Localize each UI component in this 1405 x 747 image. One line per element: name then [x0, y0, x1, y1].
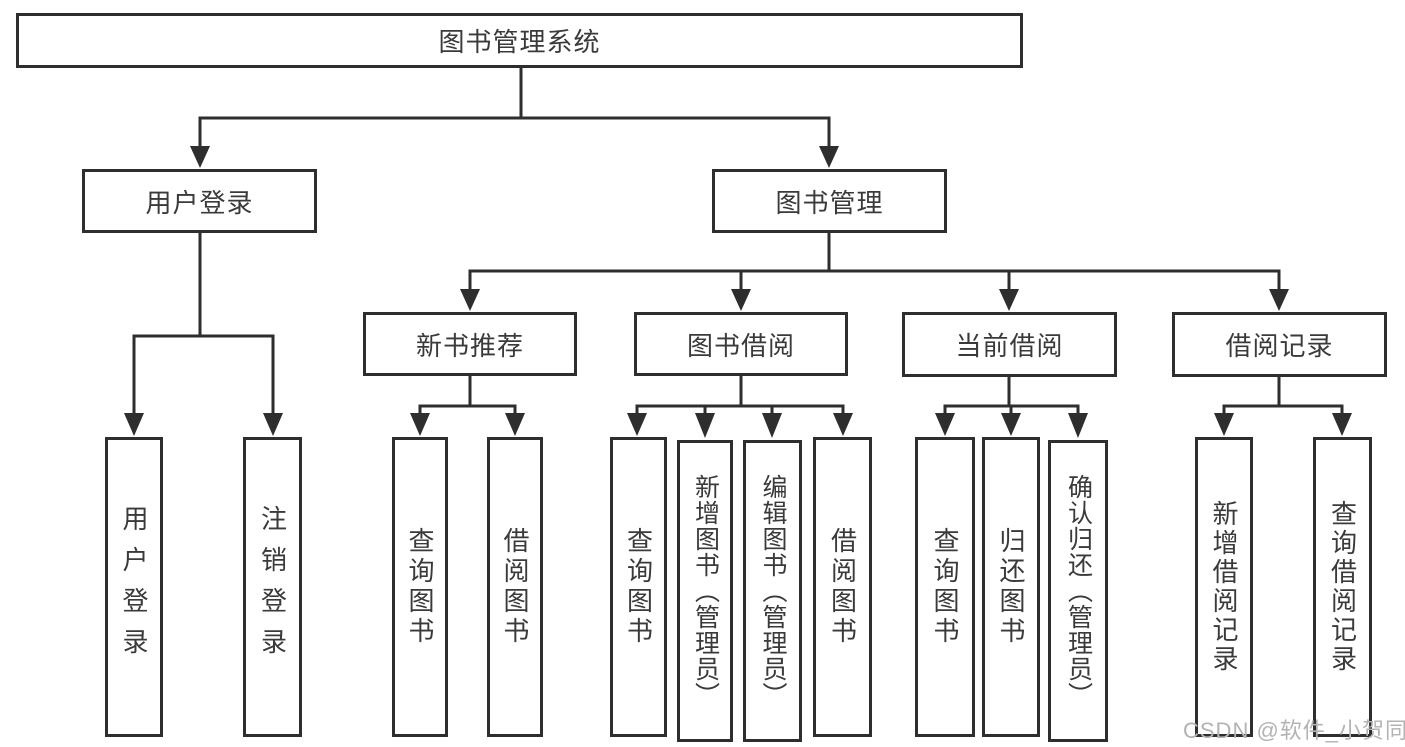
leaf-bb-borrow-books-label: 借阅图书 — [827, 527, 858, 647]
node-new-book-recommend-label: 新书推荐 — [415, 330, 524, 361]
connector-root-to-level2 — [190, 66, 839, 168]
leaf-bb-query-books-label: 查询图书 — [623, 527, 654, 647]
leaf-br-add-record: 新增借阅记录 — [1195, 437, 1253, 737]
node-new-book-recommend: 新书推荐 — [363, 312, 577, 376]
node-borrowing-records-label: 借阅记录 — [1225, 331, 1334, 361]
leaf-cb-query-books-label: 查询图书 — [930, 527, 960, 647]
leaf-nb-borrow-books-label: 借阅图书 — [500, 527, 530, 647]
leaf-br-query-record: 查询借阅记录 — [1313, 437, 1372, 737]
csdn-watermark: CSDN @软件_小贺同学 — [1183, 718, 1405, 743]
node-current-borrowing: 当前借阅 — [902, 312, 1117, 377]
leaf-user-login: 用户登录 — [105, 437, 163, 737]
leaf-br-add-record-label: 新增借阅记录 — [1209, 500, 1239, 674]
leaf-cb-confirm-return: 确认归还（管理员） — [1048, 440, 1108, 742]
node-book-management-label: 图书管理 — [775, 187, 884, 218]
leaf-bb-borrow-books: 借阅图书 — [813, 437, 872, 737]
node-user-login-label: 用户登录 — [145, 187, 254, 218]
leaf-cb-query-books: 查询图书 — [915, 437, 975, 737]
node-book-borrowing: 图书借阅 — [634, 312, 848, 376]
leaf-bb-edit-books-label: 编辑图书（管理员） — [759, 474, 787, 708]
connector-records-to-leaves — [1214, 375, 1352, 436]
leaf-logout-label: 注销登录 — [257, 505, 288, 669]
node-book-management: 图书管理 — [712, 169, 947, 233]
node-user-login: 用户登录 — [82, 169, 317, 233]
leaf-bb-add-books-label: 新增图书（管理员） — [691, 474, 720, 708]
connector-bookmgmt-to-level3 — [460, 231, 1289, 311]
leaf-logout: 注销登录 — [243, 437, 302, 737]
node-borrowing-records: 借阅记录 — [1172, 312, 1387, 377]
connector-borrowing-to-leaves — [627, 374, 853, 438]
connector-newbooks-to-leaves — [410, 374, 525, 436]
leaf-nb-query-books-label: 查询图书 — [405, 527, 435, 647]
leaf-cb-return-books-label: 归还图书 — [996, 527, 1026, 647]
node-current-borrowing-label: 当前借阅 — [955, 331, 1064, 361]
leaf-cb-confirm-return-label: 确认归还（管理员） — [1064, 474, 1093, 708]
node-root-label: 图书管理系统 — [438, 27, 601, 57]
connector-currentborrow-to-leaves — [935, 375, 1088, 438]
leaf-nb-borrow-books: 借阅图书 — [487, 437, 543, 737]
leaf-user-login-label: 用户登录 — [119, 505, 149, 669]
leaf-br-query-record-label: 查询借阅记录 — [1327, 500, 1358, 674]
leaf-bb-add-books: 新增图书（管理员） — [677, 440, 733, 742]
leaf-nb-query-books: 查询图书 — [392, 437, 448, 737]
node-root: 图书管理系统 — [16, 13, 1023, 68]
leaf-cb-return-books: 归还图书 — [982, 437, 1040, 737]
connector-userlogin-to-leaves — [124, 231, 283, 436]
node-book-borrowing-label: 图书借阅 — [686, 330, 795, 361]
leaf-bb-edit-books: 编辑图书（管理员） — [743, 440, 802, 742]
leaf-bb-query-books: 查询图书 — [610, 437, 667, 737]
